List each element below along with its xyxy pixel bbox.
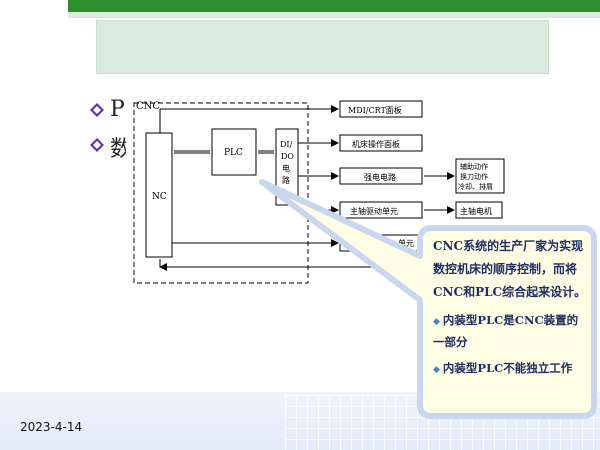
nc-block [145,132,173,258]
small-diamond-icon: ◆ [433,365,440,375]
power-circuit-label: 强电电路 [364,172,396,182]
top-accent-bar [68,0,600,12]
dido-block [275,128,299,206]
slide-date: 2023-4-14 [20,420,83,434]
small-diamond-icon: ◆ [433,317,440,327]
callout-point-2-text: 内装型PLC不能独立工作 [442,361,573,375]
diamond-bullet-icon [90,138,104,152]
spindle-drive-label: 主轴驱动单元 [350,206,398,216]
diamond-bullet-icon [90,103,104,117]
nc-label: NC [152,192,167,202]
plc-label: PLC [224,148,243,158]
top-accent-stripe [68,12,600,18]
slide-title-box [96,20,549,74]
dido-label-4: 路 [282,175,290,185]
power-circuit-box [339,167,423,185]
bullet-text-1: P [110,97,125,122]
callout-text: CNC系统的生产厂家为实现数控机床的顺序控制，而将CNC和PLC综合起来设计。 … [433,235,588,380]
mdi-crt-label: MDI/CRT面板 [348,105,402,115]
dido-label-2: DO [281,152,294,161]
callout-point-1-text: 内装型PLC是CNC装置的一部分 [433,313,579,349]
callout-point-1: ◆内装型PLC是CNC装置的一部分 [433,310,588,352]
cnc-boundary [133,102,309,284]
mdi-crt-panel-box [339,100,423,118]
spindle-drive-box [339,201,423,219]
aux-label-3: 冷却、排屑 [458,182,493,191]
cnc-label: CNC [136,101,160,112]
callout-point-2: ◆内装型PLC不能独立工作 [433,358,588,380]
aux-action-box [455,158,505,194]
dido-label-3: 电 [282,163,290,173]
dido-label-1: DI/ [280,140,293,149]
plc-block [211,128,257,176]
aux-label-2: 换刀动作 [460,172,488,181]
callout-main-text: CNC系统的生产厂家为实现数控机床的顺序控制，而将CNC和PLC综合起来设计。 [433,239,587,299]
partial-box-label: 单元 [398,238,414,248]
spindle-motor-box [455,201,503,219]
aux-label-1: 辅助动作 [460,162,488,171]
machine-panel-label: 机床操作面板 [352,139,400,149]
machine-panel-box [339,134,423,152]
spindle-motor-label: 主轴电机 [460,206,492,216]
